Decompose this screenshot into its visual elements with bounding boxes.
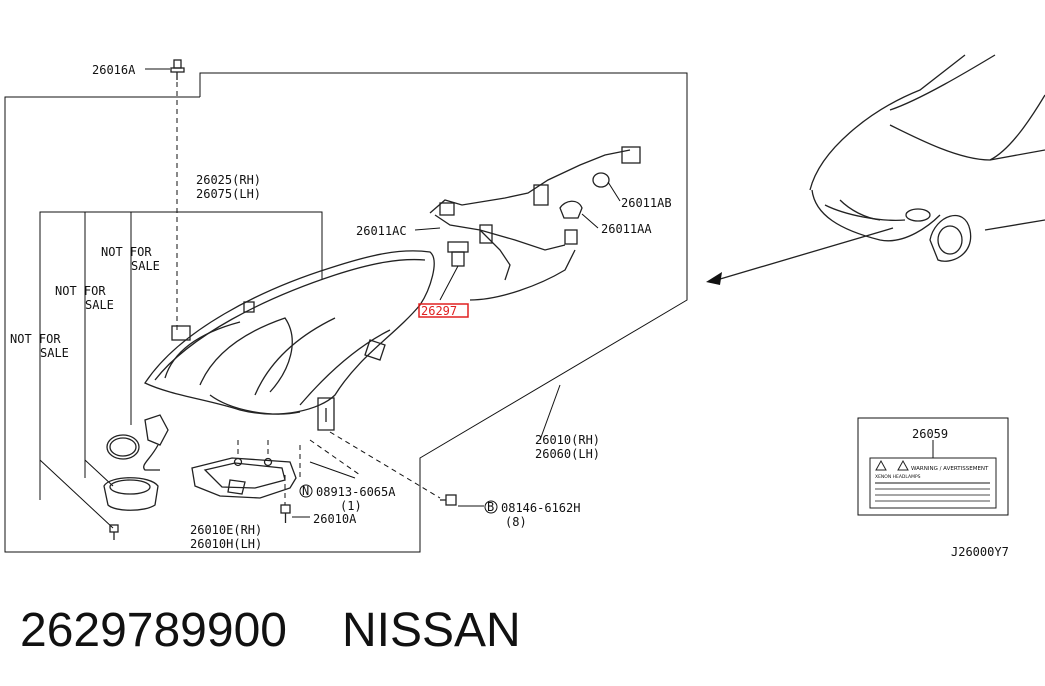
bolt-26010A bbox=[280, 504, 310, 523]
footer-part-number: 2629789900 bbox=[20, 604, 287, 657]
label-26059: 26059 bbox=[912, 427, 948, 441]
label-26059-box bbox=[857, 417, 1009, 516]
label-26060-lh: 26060(LH) bbox=[535, 447, 600, 461]
label-26011AA: 26011AA bbox=[601, 222, 652, 236]
not-for-sale-1-line1: NOT FOR bbox=[101, 245, 152, 259]
main-boundary bbox=[4, 72, 688, 553]
label-08913-6065A: 08913-6065A bbox=[316, 485, 396, 499]
label-26075-lh: 26075(LH) bbox=[196, 187, 261, 201]
label-26016A: 26016A bbox=[92, 63, 136, 77]
circle-b-letter: B bbox=[487, 500, 494, 514]
label-placeholder-lines bbox=[875, 482, 990, 502]
label-26025-rh: 26025(RH) bbox=[196, 173, 261, 187]
label-26010E-rh: 26010E(RH) bbox=[190, 523, 262, 537]
highlighted-part-26297[interactable]: 26297 bbox=[418, 303, 469, 318]
headlamp-assembly bbox=[144, 250, 435, 431]
label-xenon-text: XENON HEADLAMPS bbox=[875, 474, 921, 480]
not-for-sale-3-line1: NOT FOR bbox=[10, 332, 61, 346]
label-26011AB: 26011AB bbox=[621, 196, 672, 210]
label-26010A: 26010A bbox=[313, 512, 357, 526]
circle-n-letter: N bbox=[302, 484, 309, 498]
label-26010-rh: 26010(RH) bbox=[535, 433, 600, 447]
bulb-and-harness bbox=[429, 146, 641, 301]
label-08913-qty: (1) bbox=[340, 499, 362, 513]
not-for-sale-brackets bbox=[39, 211, 323, 529]
not-for-sale-1-line2: SALE bbox=[131, 259, 160, 273]
circle-n-marker bbox=[299, 484, 313, 498]
not-for-sale-3-line2: SALE bbox=[40, 346, 69, 360]
ballast-igniter bbox=[103, 414, 169, 540]
vehicle-location-drawing bbox=[706, 54, 1045, 285]
label-08146-6162H: 08146-6162H bbox=[501, 501, 580, 515]
not-for-sale-2-line2: SALE bbox=[85, 298, 114, 312]
label-26297[interactable]: 26297 bbox=[421, 304, 457, 318]
label-26010H-lh: 26010H(LH) bbox=[190, 537, 262, 551]
footer-brand: NISSAN bbox=[342, 604, 521, 657]
upper-leaders bbox=[309, 181, 621, 507]
circle-b-marker bbox=[484, 500, 498, 514]
screw-26016A bbox=[145, 59, 185, 330]
leveling-bracket-26010E bbox=[191, 457, 297, 499]
label-warning-text: WARNING / AVERTISSEMENT bbox=[911, 466, 989, 472]
label-26011AC: 26011AC bbox=[356, 224, 407, 238]
diagram-id: J26000Y7 bbox=[951, 545, 1009, 559]
label-08146-qty: (8) bbox=[505, 515, 527, 529]
not-for-sale-2-line1: NOT FOR bbox=[55, 284, 106, 298]
